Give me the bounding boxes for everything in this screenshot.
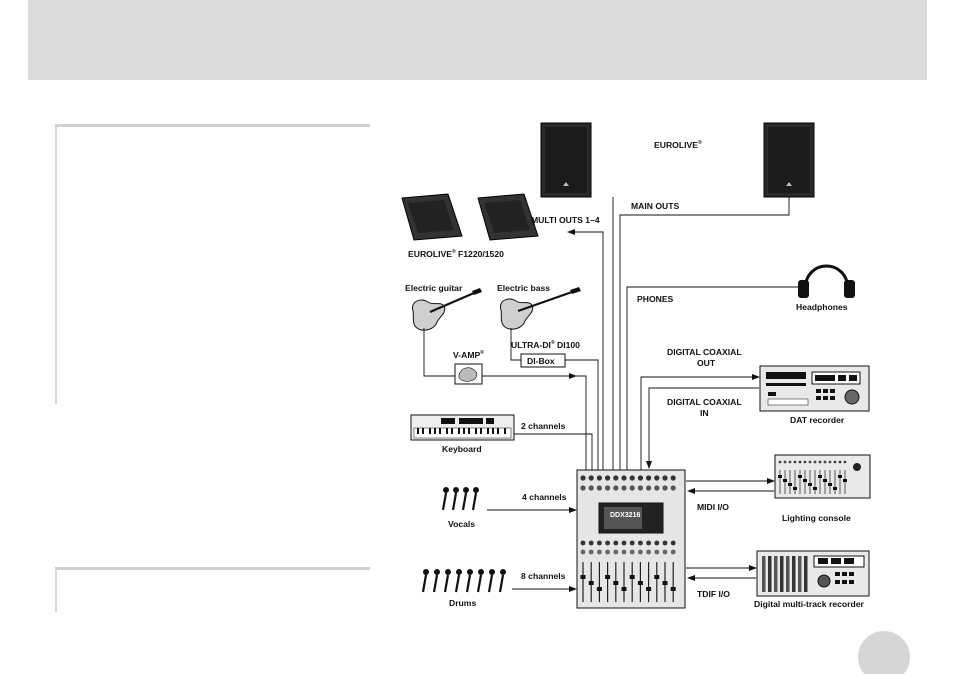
- wire-di-to-mixer: [565, 359, 599, 470]
- v-amp-icon: [454, 363, 483, 385]
- wire-phones: [626, 286, 798, 470]
- main-speaker-left: [540, 122, 592, 198]
- wire-multi-outs: [567, 229, 604, 470]
- mixer-model-label: DDX3216: [610, 512, 640, 519]
- ddx3216-mixer: DDX3216: [576, 469, 686, 609]
- wire-vamp-down: [576, 375, 587, 470]
- dat-recorder-label: DAT recorder: [790, 415, 845, 425]
- digital-multitrack-label: Digital multi-track recorder: [754, 599, 864, 609]
- keyboard-label: Keyboard: [442, 444, 482, 454]
- electric-bass-icon: [499, 287, 581, 330]
- ultra-di-label: ULTRA-DI® DI100: [511, 339, 580, 350]
- sidebar-text-box: [55, 124, 370, 404]
- drum-mics-icon: [421, 569, 506, 593]
- phones-label: PHONES: [637, 294, 674, 304]
- headphones-label: Headphones: [796, 302, 848, 312]
- vocal-mics-icon: [441, 487, 479, 511]
- digital-coaxial-in-label-2: IN: [700, 408, 709, 418]
- wire-coaxial-out: [640, 374, 760, 470]
- multi-outs-label: MULTI OUTS 1–4: [531, 215, 600, 225]
- tdif-io-label: TDIF I/O: [697, 589, 730, 599]
- wire-keyboard: [514, 433, 593, 470]
- page-number-badge: [858, 631, 910, 674]
- two-channels-label: 2 channels: [521, 421, 566, 431]
- wire-bass-to-di: [510, 328, 521, 361]
- eurolive-monitors-label: EUROLIVE® F1220/1520: [408, 248, 504, 259]
- wire-guitar-to-vamp: [423, 328, 455, 377]
- dat-recorder-icon: [759, 365, 870, 412]
- electric-guitar-icon: [411, 288, 482, 331]
- main-outs-label: MAIN OUTS: [631, 201, 679, 211]
- wire-main-out-right: [619, 197, 790, 470]
- monitor-wedge-left: [401, 193, 463, 241]
- main-speaker-right: [763, 122, 815, 198]
- four-channels-label: 4 channels: [522, 492, 567, 502]
- electric-guitar-label: Electric guitar: [405, 283, 463, 293]
- lighting-console-icon: [774, 454, 871, 499]
- digital-coaxial-in-label-1: DIGITAL COAXIAL: [667, 397, 742, 407]
- digital-coaxial-out-label-2: OUT: [697, 358, 716, 368]
- eight-channels-label: 8 channels: [521, 571, 566, 581]
- eurolive-label: EUROLIVE®: [654, 139, 702, 150]
- headphones-icon: [798, 264, 855, 298]
- header-band: [28, 0, 927, 80]
- keyboard-icon: [410, 414, 515, 441]
- digital-coaxial-out-label-1: DIGITAL COAXIAL: [667, 347, 742, 357]
- sidebar-note-box: [55, 567, 370, 612]
- vocals-label: Vocals: [448, 519, 475, 529]
- di-box: [520, 353, 566, 368]
- electric-bass-label: Electric bass: [497, 283, 550, 293]
- multitrack-recorder-icon: [756, 550, 870, 597]
- drums-label: Drums: [449, 598, 476, 608]
- di-box-label: DI-Box: [527, 356, 555, 366]
- lighting-console-label: Lighting console: [782, 513, 851, 523]
- midi-io-label: MIDI I/O: [697, 502, 729, 512]
- wire-coaxial-in: [646, 387, 759, 469]
- v-amp-label: V-AMP®: [453, 349, 484, 360]
- monitor-wedge-right: [477, 193, 539, 241]
